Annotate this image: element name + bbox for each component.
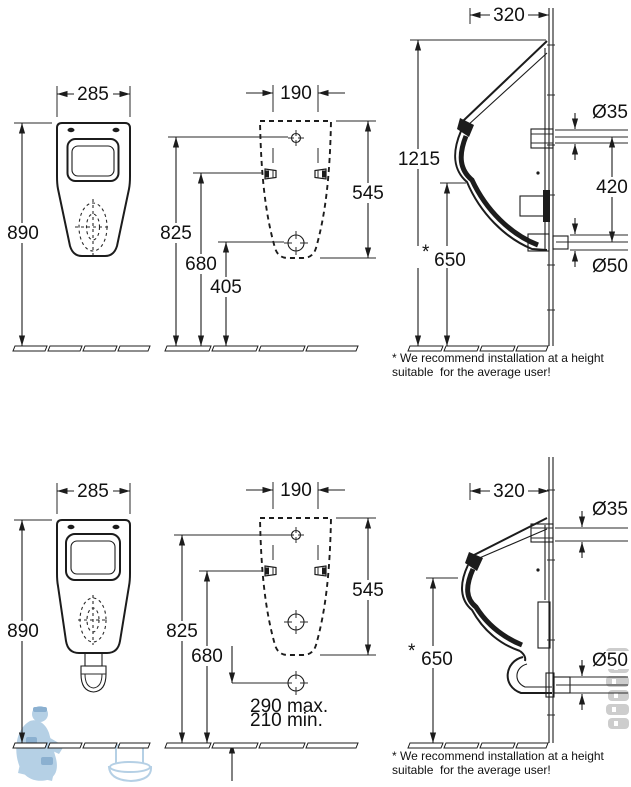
- dim-label: 825: [160, 223, 192, 244]
- dim-label: Ø50: [592, 650, 628, 671]
- dim-label: 680: [191, 646, 223, 667]
- dim-depth-320: 320: [469, 481, 549, 502]
- dim-label: 285: [77, 84, 109, 105]
- installation-note-line1: * We recommend installation at a height: [392, 351, 605, 365]
- dim-label: 285: [77, 481, 109, 502]
- dim-height-890: 890: [5, 122, 52, 346]
- dim-spacing-190: 190: [246, 480, 345, 509]
- drain-outlet-mark: [283, 609, 309, 635]
- dim-label: 680: [185, 254, 217, 275]
- floor-tiles: [12, 742, 151, 749]
- fixing-point-mark: [314, 168, 327, 180]
- floor-tiles: [12, 345, 151, 352]
- overflow-slot: [112, 524, 120, 530]
- dim-label: 190: [280, 480, 312, 501]
- overflow-slot: [112, 127, 120, 133]
- installation-note-line2: suitable for the average user!: [392, 365, 551, 379]
- dim-body-545: 545: [320, 517, 387, 656]
- drain-outlet-mark: [283, 670, 309, 696]
- dim-label: 825: [166, 621, 198, 642]
- dim-label: 545: [352, 580, 384, 601]
- overflow-slot: [67, 524, 75, 530]
- installation-note-line2: suitable for the average user!: [392, 763, 551, 777]
- floor-tiles: [164, 742, 359, 749]
- dim-label: 405: [210, 277, 242, 298]
- dim-fixing-680: 680: [188, 570, 262, 743]
- water-inlet-mark: [287, 526, 305, 544]
- dim-span-420: 420: [591, 137, 631, 242]
- dim-inlet-dia-35: Ø35: [555, 499, 631, 558]
- dim-width-285: 285: [56, 481, 131, 514]
- dim-outlet-dia-50: Ø50: [556, 218, 631, 277]
- dim-label: 890: [7, 223, 39, 244]
- top-mounting-view: 190 545 825 680 405: [157, 83, 387, 352]
- fixing-point-mark: [314, 565, 327, 577]
- dim-inlet-825: 825: [157, 136, 288, 346]
- urinal-profile: [454, 40, 569, 252]
- drain-outlet-mark: [283, 230, 309, 256]
- wall: [547, 457, 555, 743]
- dim-drain-405: 405: [207, 241, 284, 346]
- dim-height-890: 890: [5, 519, 52, 743]
- dim-label: 320: [493, 481, 525, 502]
- dim-spacing-190: 190: [246, 83, 345, 112]
- dim-label: Ø35: [592, 499, 628, 520]
- top-front-view: 285 890: [5, 84, 151, 352]
- dim-label: 420: [596, 177, 628, 198]
- dim-body-545: 545: [320, 120, 387, 259]
- floor-tiles: [407, 345, 549, 352]
- dim-outlet-dia-50: Ø50: [556, 650, 631, 710]
- footnote-star: *: [408, 641, 416, 662]
- urinal-lid: [65, 533, 121, 581]
- bottom-front-view: 285 890: [5, 481, 151, 749]
- dim-label: 650: [421, 649, 453, 670]
- dim-inlet-dia-35: Ø35: [555, 102, 631, 160]
- dim-inlet-825: 825: [163, 534, 288, 743]
- floor-tiles: [407, 742, 549, 749]
- drain-pattern: [75, 199, 111, 255]
- dim-total-1215: 1215: [395, 39, 546, 346]
- watermark-plumber-logo: [16, 706, 153, 783]
- fixing-point-mark: [264, 565, 277, 577]
- installation-note-line1: * We recommend installation at a height: [392, 749, 605, 763]
- footnote-star: *: [422, 242, 430, 263]
- dim-fixing-680: 680: [182, 172, 262, 346]
- overflow-slot: [67, 127, 75, 133]
- dim-label: 320: [493, 5, 525, 26]
- dim-label: Ø50: [592, 256, 628, 277]
- urinal-profile: [461, 517, 554, 652]
- dim-label: 650: [434, 250, 466, 271]
- dim-label: 290 max.: [250, 696, 328, 717]
- dim-label: 545: [352, 183, 384, 204]
- dim-width-285: 285: [56, 84, 131, 117]
- dim-outlet-290-210: 290 max. 210 min.: [228, 646, 328, 781]
- dim-rim-650: * 650: [404, 577, 458, 743]
- dim-label: 210 min.: [250, 710, 323, 731]
- bottom-mounting-view: 190 545 825 680 290 max. 210 min: [163, 480, 387, 781]
- siphon-trap: [80, 652, 107, 693]
- dim-label: 890: [7, 621, 39, 642]
- water-inlet-mark: [287, 129, 305, 147]
- dim-rim-650: * 650: [416, 182, 466, 346]
- dim-depth-320: 320: [469, 5, 549, 26]
- fixing-point-mark: [264, 168, 277, 180]
- dim-label: 190: [280, 83, 312, 104]
- siphon-trap: [506, 650, 571, 698]
- drain-pattern: [78, 595, 108, 645]
- dim-label: 1215: [398, 149, 440, 170]
- dim-label: Ø35: [592, 102, 628, 123]
- bottom-side-view: 320 * 650 Ø35 Ø50: [392, 457, 631, 777]
- wall: [547, 8, 555, 346]
- floor-tiles: [164, 345, 359, 352]
- top-side-view: 320 1215 * 650 Ø35 420: [392, 5, 631, 379]
- urinal-lid: [66, 138, 120, 182]
